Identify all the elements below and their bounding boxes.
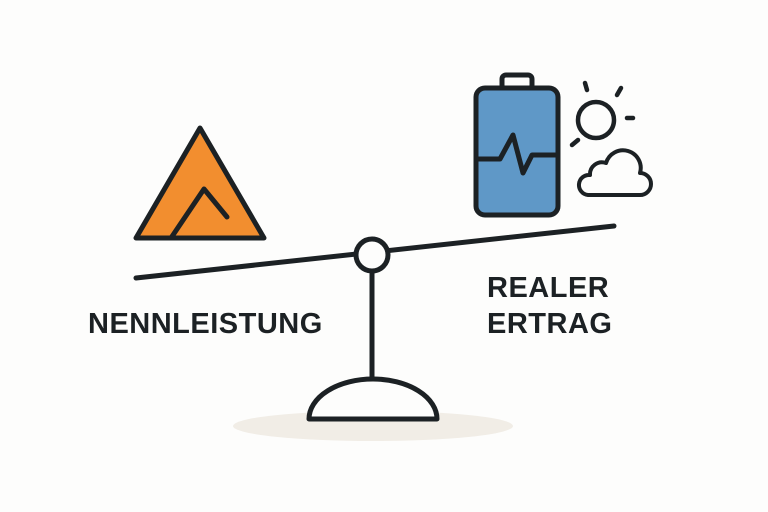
right-label: REALER ERTRAG	[487, 270, 612, 342]
cloud-icon	[577, 148, 653, 197]
battery-pulse-icon	[473, 72, 561, 218]
right-label-line2: ERTRAG	[487, 308, 613, 340]
scale-base	[306, 376, 440, 422]
ground-shadow	[233, 411, 513, 441]
sun-icon	[569, 80, 636, 148]
scale-pivot	[353, 236, 391, 274]
warning-triangle-icon	[133, 125, 267, 241]
right-label-line1: REALER	[487, 272, 610, 304]
left-label: NENNLEISTUNG	[88, 308, 323, 340]
